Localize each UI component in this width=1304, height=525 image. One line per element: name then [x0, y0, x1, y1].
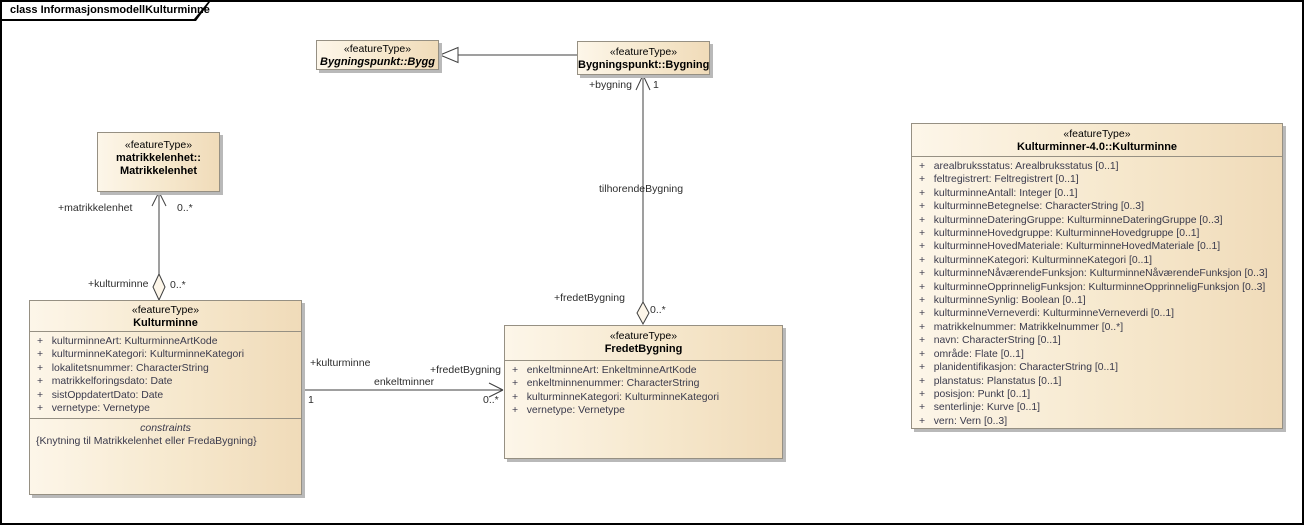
association-name-tilhorendebygning: tilhorendeBygning: [599, 183, 684, 195]
stereotype-label: «featureType»: [609, 330, 678, 342]
class-matrikkelenhet[interactable]: «featureType» matrikkelenhet:: Matrikkel…: [97, 132, 220, 192]
attribute-row: + kulturminneHovedMateriale: Kulturminne…: [919, 241, 1221, 253]
class-name-line2: Matrikkelenhet: [119, 165, 198, 177]
aggregation-diamond: [152, 272, 166, 302]
attribute-row: + matrikkelforingsdato: Date: [37, 376, 173, 388]
multiplicity-kulturminne-vertical: 0..*: [170, 279, 186, 291]
attribute-row: + vernetype: Vernetype: [37, 403, 150, 415]
class-name: Bygningspunkt::Bygg: [320, 56, 435, 68]
attribute-row: + posisjon: Punkt [0..1]: [919, 388, 1031, 400]
multiplicity-bygning: 1: [653, 79, 659, 91]
class-fredetbygning[interactable]: «featureType» FredetBygning + enkeltminn…: [504, 325, 783, 459]
multiplicity-kulturminne-horizontal: 1: [308, 394, 314, 406]
diagram-title: class InformasjonsmodellKulturminne: [10, 4, 210, 16]
attribute-row: + sistOppdatertDato: Date: [37, 389, 164, 401]
attribute-row: + arealbruksstatus: Arealbruksstatus [0.…: [919, 161, 1119, 172]
role-label-fredetbygning-vertical: +fredetBygning: [554, 292, 625, 304]
aggregation-diamond: [636, 300, 650, 326]
attribute-row: + enkeltminneArt: EnkeltminneArtKode: [512, 365, 697, 376]
attributes-compartment: + kulturminneArt: KulturminneArtKode + ku…: [30, 331, 301, 418]
role-label-kulturminne-horizontal: +kulturminne: [310, 357, 371, 369]
multiplicity-matrikkelenhet: 0..*: [177, 202, 193, 214]
attribute-row: + kulturminneOpprinneligFunksjon: Kultur…: [919, 281, 1266, 293]
attribute-row: + senterlinje: Kurve [0..1]: [919, 402, 1040, 414]
class-kulturminne[interactable]: «featureType» Kulturminne + kulturminneA…: [29, 300, 302, 495]
attribute-row: + område: Flate [0..1]: [919, 348, 1024, 360]
attribute-row: + kulturminneKategori: KulturminneKatego…: [37, 349, 245, 361]
attribute-row: + kulturminneKategori: KulturminneKatego…: [512, 391, 720, 403]
class-bygg[interactable]: «featureType» Bygningspunkt::Bygg: [316, 40, 439, 70]
class-name: Kulturminner-4.0::Kulturminne: [1016, 141, 1178, 153]
class-name: Kulturminne: [133, 317, 198, 329]
class-bygning[interactable]: «featureType» Bygningspunkt::Bygning: [577, 41, 710, 75]
attributes-compartment: + enkeltminneArt: EnkeltminneArtKode + en…: [505, 360, 782, 458]
attribute-row: + navn: CharacterString [0..1]: [919, 335, 1061, 347]
class-name: Bygningspunkt::Bygning: [578, 59, 710, 71]
role-label-matrikkelenhet: +matrikkelenhet: [58, 202, 133, 214]
attribute-row: + planstatus: Planstatus [0..1]: [919, 375, 1062, 387]
attribute-row: + kulturminneAntall: Integer [0..1]: [919, 187, 1078, 199]
attribute-row: + kulturminneSynlig: Boolean [0..1]: [919, 295, 1086, 307]
diagram-frame-tab: [2, 2, 210, 21]
constraints-heading: constraints: [140, 422, 191, 434]
stereotype-label: «featureType»: [131, 304, 200, 316]
attribute-row: + kulturminneKategori: KulturminneKatego…: [919, 254, 1153, 266]
attribute-row: + lokalitetsnummer: CharacterString: [37, 362, 209, 374]
generalization-bygning-to-bygg: [438, 46, 577, 64]
association-kulturminne-matrikkelenhet: [151, 191, 167, 302]
stereotype-label: «featureType»: [609, 46, 678, 58]
attribute-row: + vernetype: Vernetype: [512, 405, 625, 417]
attribute-row: + kulturminneBetegnelse: CharacterString…: [919, 201, 1144, 213]
stereotype-label: «featureType»: [343, 43, 412, 55]
attribute-row: + kulturminneVerneverdi: KulturminneVern…: [919, 308, 1174, 320]
attribute-row: + kulturminneNåværendeFunksjon: Kulturmi…: [919, 268, 1268, 280]
diagram-frame-tab-inner: [2, 2, 208, 19]
role-label-bygning: +bygning: [589, 79, 632, 91]
association-tilhorendebygning: [635, 74, 651, 326]
attribute-row: + kulturminneHovedgruppe: KulturminneHov…: [919, 228, 1200, 240]
stereotype-label: «featureType»: [124, 139, 193, 151]
role-label-fredetbygning-horizontal: +fredetBygning: [430, 364, 501, 376]
class-kulturminner40-kulturminne[interactable]: «featureType» Kulturminner-4.0::Kulturmi…: [911, 123, 1283, 429]
constraint-text: {Knytning til Matrikkelenhet eller Freda…: [36, 435, 257, 447]
class-name: FredetBygning: [604, 343, 683, 355]
association-name-enkeltminner: enkeltminner: [374, 376, 435, 388]
class-name-line1: matrikkelenhet::: [116, 152, 201, 164]
attribute-row: + kulturminneDateringGruppe: Kulturminne…: [919, 214, 1223, 226]
stereotype-label: «featureType»: [1063, 128, 1131, 140]
attribute-row: + planidentifikasjon: CharacterString [0…: [919, 362, 1118, 374]
attribute-row: + enkeltminnenummer: CharacterString: [512, 378, 700, 390]
constraints-compartment: constraints {Knytning til Matrikkelenhet…: [30, 418, 301, 494]
attributes-compartment: + arealbruksstatus: Arealbruksstatus [0.…: [912, 156, 1282, 428]
multiplicity-fredetbygning-vertical: 0..*: [650, 304, 666, 316]
attribute-row: + kulturminneArt: KulturminneArtKode: [37, 336, 218, 347]
role-label-kulturminne-vertical: +kulturminne: [88, 278, 149, 290]
multiplicity-fredetbygning-horizontal: 0..*: [483, 394, 499, 406]
attribute-row: + vern: Vern [0..3]: [919, 415, 1008, 427]
attribute-row: + matrikkelnummer: Matrikkelnummer [0..*…: [919, 321, 1124, 333]
attribute-row: + feltregistrert: Feltregistrert [0..1]: [919, 174, 1079, 186]
